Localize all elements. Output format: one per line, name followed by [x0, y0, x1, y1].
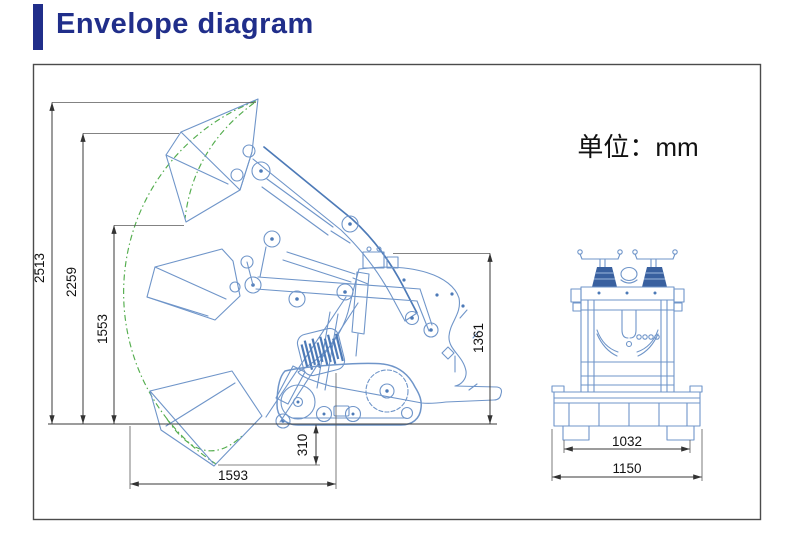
dim-label-2513: 2513: [32, 253, 47, 283]
rear-bucket: [551, 385, 703, 441]
loader-bucket-mid: [146, 230, 439, 338]
rear-view-drawing: [551, 249, 703, 441]
loader-body: [296, 246, 503, 404]
dimensions: 2513 2259 1553 1361 310: [32, 102, 703, 489]
dim-310: 310: [218, 424, 320, 466]
envelope-arcs: [123, 100, 257, 465]
dim-2259: 2259: [64, 133, 179, 424]
body-grille: [296, 327, 346, 377]
dim-label-1593: 1593: [218, 468, 248, 483]
rear-frame: [570, 286, 685, 393]
dim-label-310: 310: [295, 434, 310, 457]
diagram-frame: [32, 63, 762, 521]
loader-track: [276, 362, 422, 426]
dim-1361: 1361: [393, 253, 493, 424]
dim-label-1032: 1032: [612, 434, 642, 449]
side-view-drawing: [123, 98, 503, 467]
dim-1150: 1150: [551, 429, 703, 481]
dim-label-1150: 1150: [612, 461, 641, 476]
dim-1593: 1593: [129, 373, 337, 489]
control-levers: [577, 249, 678, 287]
dim-label-2259: 2259: [64, 267, 79, 297]
dim-1553: 1553: [95, 225, 184, 424]
dim-label-1553: 1553: [95, 314, 110, 344]
unit-label: 单位：mm: [577, 132, 698, 162]
page-title: Envelope diagram: [56, 8, 314, 40]
title-accent-bar: [33, 4, 43, 50]
dim-2513: 2513: [32, 102, 256, 424]
dim-label-1361: 1361: [471, 323, 486, 353]
dim-1032: 1032: [563, 434, 691, 453]
loader-bucket-raised: [165, 98, 271, 223]
loader-boom-raised: [252, 146, 420, 326]
